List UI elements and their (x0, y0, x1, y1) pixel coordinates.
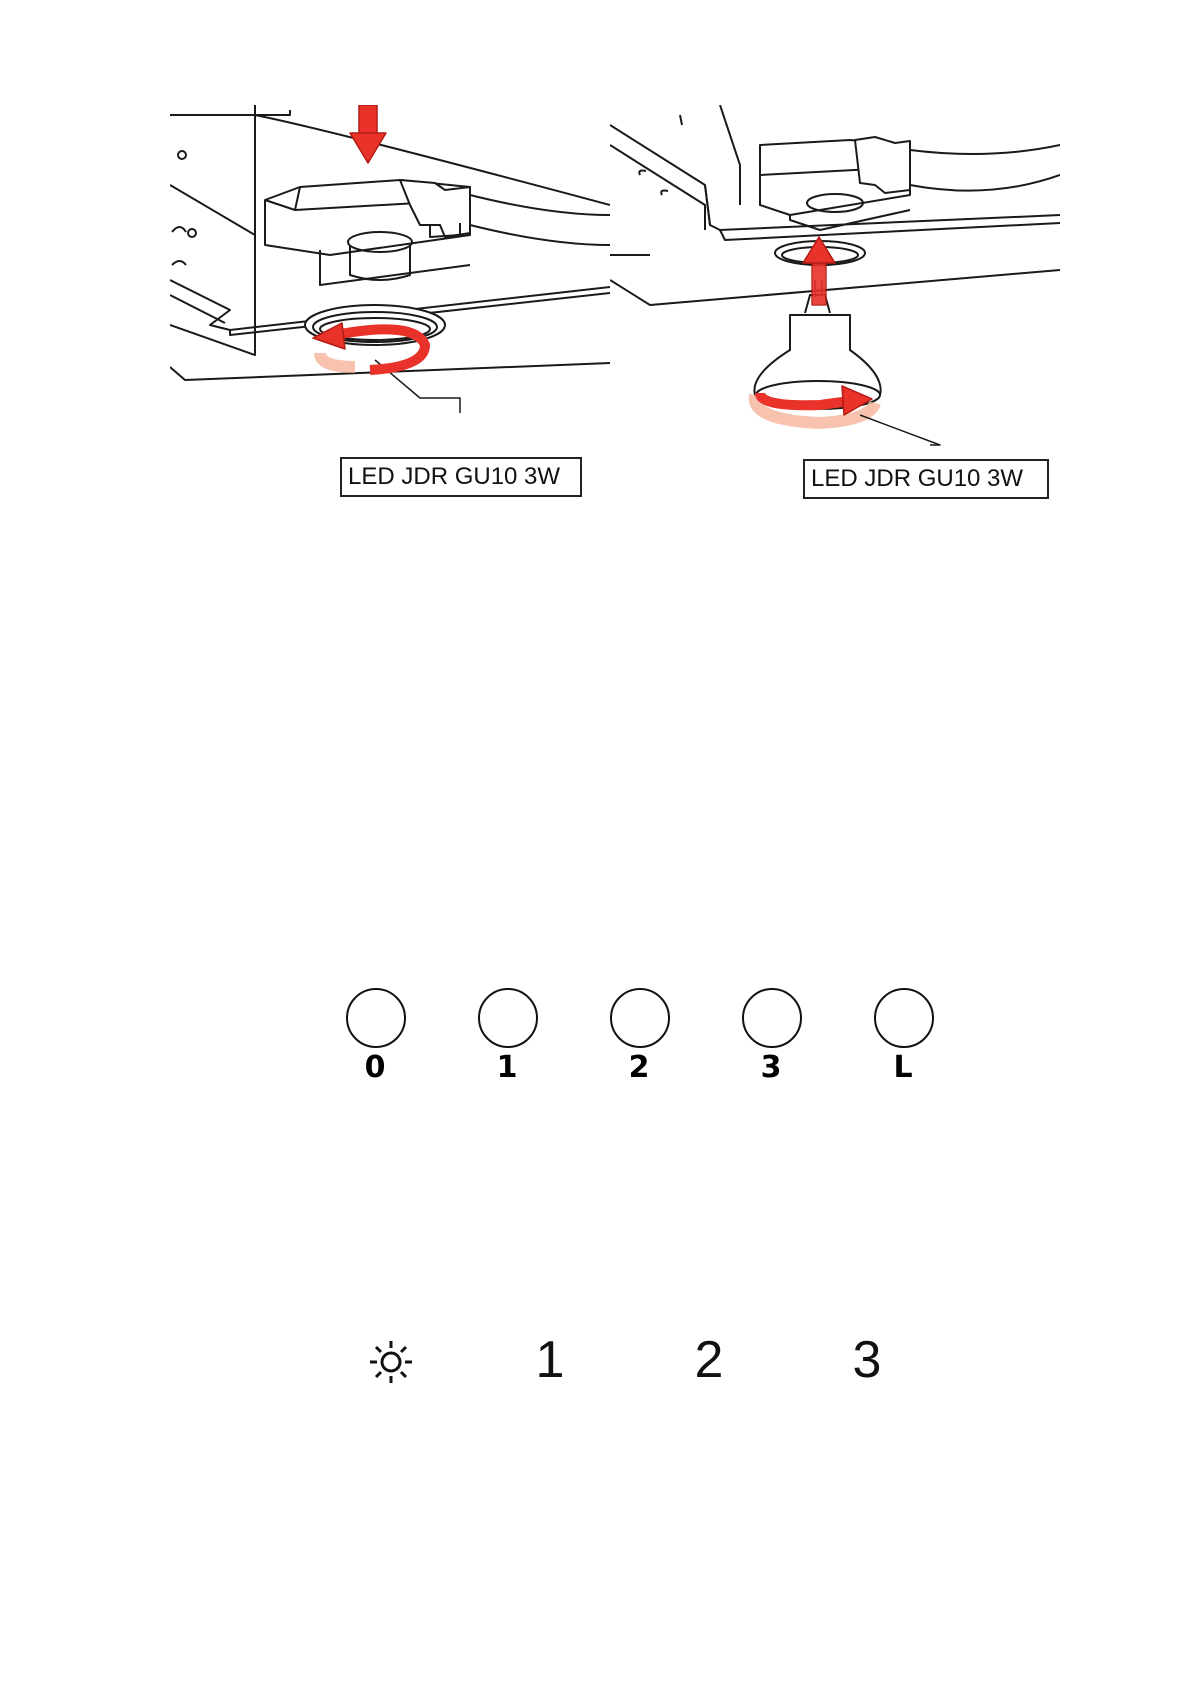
bulb-type-label-right: LED JDR GU10 3W (803, 459, 1049, 499)
speed-symbol-3: 3 (832, 1330, 902, 1390)
button-caption-light: L (873, 1050, 933, 1086)
button-caption-1: 1 (477, 1050, 537, 1086)
button-speed-2[interactable] (610, 988, 670, 1048)
button-caption-2: 2 (609, 1050, 669, 1086)
button-caption-off: 0 (345, 1050, 405, 1086)
button-off[interactable] (346, 988, 406, 1048)
bulb-removal-illustration-right (610, 105, 1060, 505)
bulb-type-label-left: LED JDR GU10 3W (340, 457, 582, 497)
speed-symbol-1: 1 (515, 1330, 585, 1390)
sun-icon (367, 1338, 415, 1386)
speed-symbol-2: 2 (674, 1330, 744, 1390)
button-speed-3[interactable] (742, 988, 802, 1048)
button-speed-1[interactable] (478, 988, 538, 1048)
button-light[interactable] (874, 988, 934, 1048)
button-caption-3: 3 (741, 1050, 801, 1086)
bulb-removal-illustration-left (170, 105, 610, 505)
